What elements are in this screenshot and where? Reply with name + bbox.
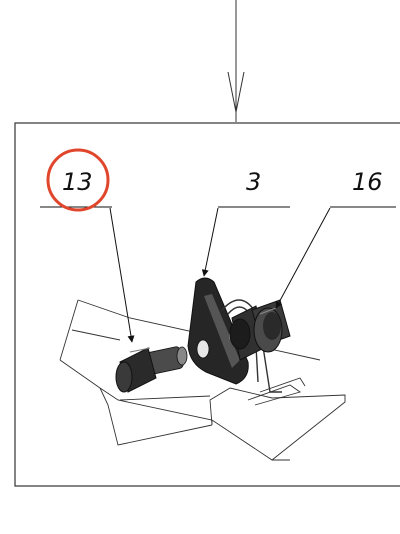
- part-13-bolt: [115, 346, 188, 393]
- view-arrow: [227, 0, 245, 122]
- callout-3: 3: [246, 168, 261, 196]
- callout-16: 16: [352, 168, 383, 196]
- detail-frame: [14, 122, 400, 487]
- highlight-circle: [46, 148, 110, 212]
- part-16-nut: [229, 299, 291, 361]
- base-structure: [59, 299, 346, 461]
- callout-13: 13: [62, 168, 93, 196]
- leader-lines: [40, 206, 396, 343]
